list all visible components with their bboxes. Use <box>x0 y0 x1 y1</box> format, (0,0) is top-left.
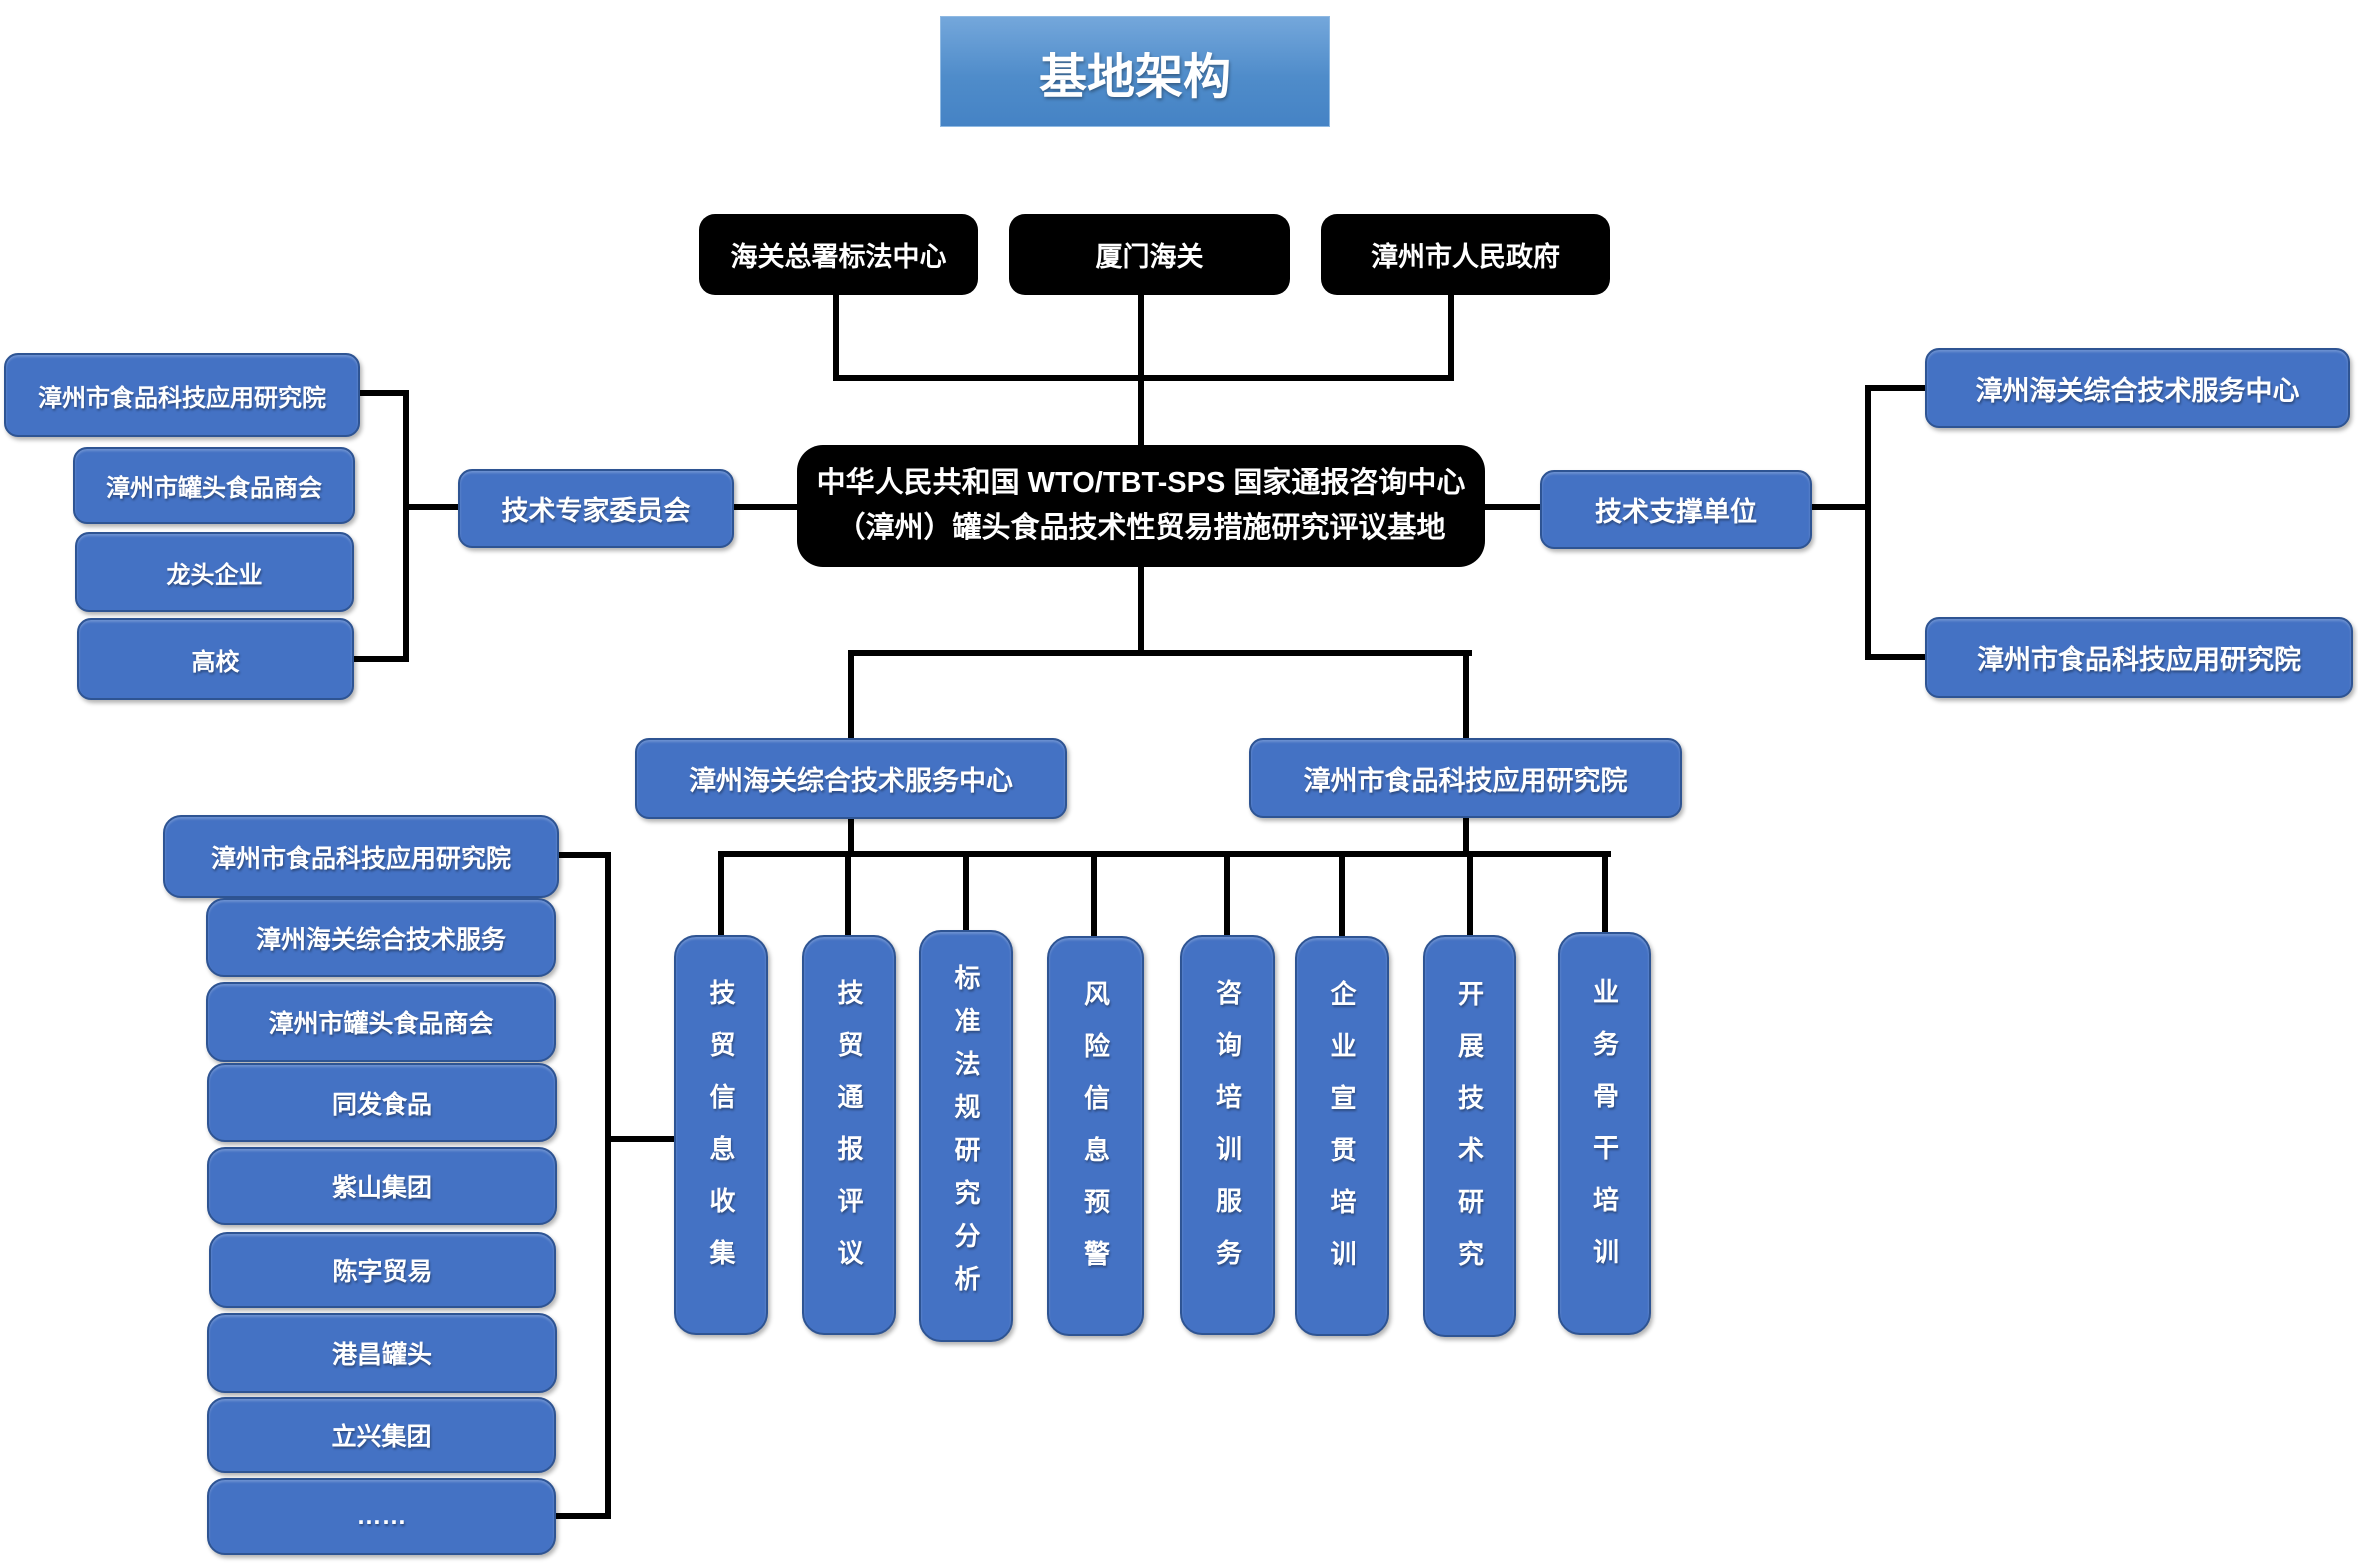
connector-function-drop-7 <box>1467 851 1473 939</box>
expert-member-4-label: 高校 <box>191 648 240 676</box>
participant-food-institute: 漳州市食品科技应用研究院 <box>163 815 559 898</box>
connector-participants-mid <box>605 1136 675 1142</box>
function-col-standards-research: 标准法规研究分析 <box>919 930 1013 1342</box>
connector-executor-right-in <box>1463 650 1469 742</box>
participant-ellipsis: …… <box>207 1478 556 1555</box>
connector-function-drop-5 <box>1224 851 1230 939</box>
function-col-6-label: 企业宣贯培训 <box>1327 980 1357 1292</box>
function-col-2-label: 技贸通报评议 <box>834 979 864 1291</box>
function-col-8-label: 业务骨干培训 <box>1589 977 1620 1290</box>
participant-zishan-group: 紫山集团 <box>207 1147 557 1225</box>
connector-function-bar <box>718 851 1611 857</box>
function-col-1-label: 技贸信息收集 <box>706 979 736 1291</box>
participant-gangchang-canned: 港昌罐头 <box>207 1313 557 1393</box>
page-title-label: 基地架构 <box>1038 50 1231 104</box>
expert-member-1-label: 漳州市食品科技应用研究院 <box>38 384 326 412</box>
connector-right-bracket-bottom <box>1865 654 1927 660</box>
participant-3-label: 漳州市罐头食品商会 <box>268 1010 494 1038</box>
participant-2-label: 漳州海关综合技术服务 <box>255 925 506 954</box>
function-col-5-label: 咨询培训服务 <box>1212 979 1243 1291</box>
executor-1-label: 漳州海关综合技术服务中心 <box>689 766 1013 796</box>
expert-member-2-label: 漳州市罐头食品商会 <box>106 475 322 502</box>
function-col-risk-warning: 风险信息预警 <box>1047 936 1144 1336</box>
node-wto-base-line2: （漳州）罐头食品技术性贸易措施研究评议基地 <box>836 512 1446 544</box>
connector-participants-top <box>556 852 611 858</box>
connector-participants-rail <box>605 852 611 1519</box>
participant-6-label: 陈字贸易 <box>332 1258 433 1286</box>
function-col-trade-info-collection: 技贸信息收集 <box>674 935 768 1335</box>
function-col-7-label: 开展技术研究 <box>1454 980 1485 1292</box>
participant-5-label: 紫山集团 <box>331 1174 432 1202</box>
connector-function-drop-6 <box>1339 851 1345 939</box>
connector-top-right-drop <box>1448 293 1454 381</box>
connector-function-drop-3 <box>963 851 969 939</box>
node-customs-law-center-label: 海关总署标法中心 <box>730 242 947 272</box>
connector-left-bracket-top <box>358 390 409 396</box>
participant-tongfa-food: 同发食品 <box>207 1063 557 1142</box>
function-col-3-label: 标准法规研究分析 <box>951 964 981 1308</box>
connector-expert-to-center <box>734 504 800 510</box>
connector-function-drop-8 <box>1602 851 1608 939</box>
connector-right-bracket-top <box>1865 385 1927 391</box>
expert-member-canned-food-chamber: 漳州市罐头食品商会 <box>73 447 355 524</box>
function-col-notification-review: 技贸通报评议 <box>802 935 896 1335</box>
node-zhangzhou-government-label: 漳州市人民政府 <box>1371 242 1560 272</box>
participant-9-label: …… <box>356 1502 407 1530</box>
connector-function-drop-1 <box>718 851 724 939</box>
connector-function-drop-4 <box>1091 851 1097 939</box>
participant-canned-food-chamber: 漳州市罐头食品商会 <box>206 982 556 1062</box>
function-col-technical-research: 开展技术研究 <box>1423 935 1516 1337</box>
connector-top-spine <box>1138 293 1144 449</box>
node-xiamen-customs-label: 厦门海关 <box>1095 242 1204 272</box>
participant-4-label: 同发食品 <box>331 1090 432 1119</box>
function-col-consulting-training: 咨询培训服务 <box>1180 935 1275 1335</box>
connector-top-left-drop <box>833 293 839 381</box>
connector-participants-bottom <box>553 1513 611 1519</box>
connector-executor-right-out <box>1463 817 1469 857</box>
executor-customs-tech-center: 漳州海关综合技术服务中心 <box>635 738 1067 819</box>
expert-member-3-label: 龙头企业 <box>166 561 263 589</box>
node-tech-support-unit: 技术支撑单位 <box>1540 470 1812 549</box>
participant-7-label: 港昌罐头 <box>331 1341 432 1369</box>
expert-member-food-institute: 漳州市食品科技应用研究院 <box>4 353 360 437</box>
node-tech-support-label: 技术支撑单位 <box>1595 497 1757 527</box>
support-member-food-institute: 漳州市食品科技应用研究院 <box>1925 617 2353 698</box>
node-wto-base-line1: 中华人民共和国 WTO/TBT-SPS 国家通报咨询中心 <box>816 467 1466 499</box>
expert-member-universities: 高校 <box>77 618 354 700</box>
support-member-customs-tech-center: 漳州海关综合技术服务中心 <box>1925 348 2350 428</box>
function-col-enterprise-promotion: 企业宣贯培训 <box>1295 936 1389 1336</box>
executor-food-institute: 漳州市食品科技应用研究院 <box>1249 738 1682 818</box>
connector-right-bracket-mid <box>1810 504 1868 510</box>
participant-chenzi-trading: 陈字贸易 <box>209 1232 556 1308</box>
function-col-backbone-training: 业务骨干培训 <box>1558 932 1651 1335</box>
connector-executor-left-in <box>848 650 854 742</box>
connector-executor-bar <box>848 650 1472 656</box>
connector-center-to-support <box>1482 504 1540 510</box>
node-wto-base-center: 中华人民共和国 WTO/TBT-SPS 国家通报咨询中心 （漳州）罐头食品技术性… <box>797 445 1485 567</box>
connector-executor-left-out <box>848 817 854 857</box>
connector-center-drop <box>1138 565 1144 656</box>
participant-lixing-group: 立兴集团 <box>207 1397 556 1473</box>
support-member-1-label: 漳州海关综合技术服务中心 <box>1975 375 2300 406</box>
connector-left-bracket-mid <box>403 504 460 510</box>
participant-customs-tech-service: 漳州海关综合技术服务 <box>206 898 556 977</box>
expert-member-leading-enterprises: 龙头企业 <box>75 532 354 612</box>
connector-left-bracket <box>403 390 409 662</box>
connector-right-bracket <box>1865 385 1871 660</box>
page-title: 基地架构 <box>940 16 1330 127</box>
node-expert-committee: 技术专家委员会 <box>458 469 734 548</box>
executor-2-label: 漳州市食品科技应用研究院 <box>1303 765 1628 796</box>
support-member-2-label: 漳州市食品科技应用研究院 <box>1977 645 2301 675</box>
connector-left-bracket-bottom <box>352 656 409 662</box>
node-zhangzhou-government: 漳州市人民政府 <box>1321 214 1610 295</box>
connector-function-drop-2 <box>845 851 851 939</box>
node-expert-committee-label: 技术专家委员会 <box>501 496 691 526</box>
participant-8-label: 立兴集团 <box>331 1423 432 1451</box>
participant-1-label: 漳州市食品科技应用研究院 <box>210 844 511 873</box>
function-col-4-label: 风险信息预警 <box>1080 980 1111 1292</box>
node-xiamen-customs: 厦门海关 <box>1009 214 1290 295</box>
node-customs-law-center: 海关总署标法中心 <box>699 214 978 295</box>
